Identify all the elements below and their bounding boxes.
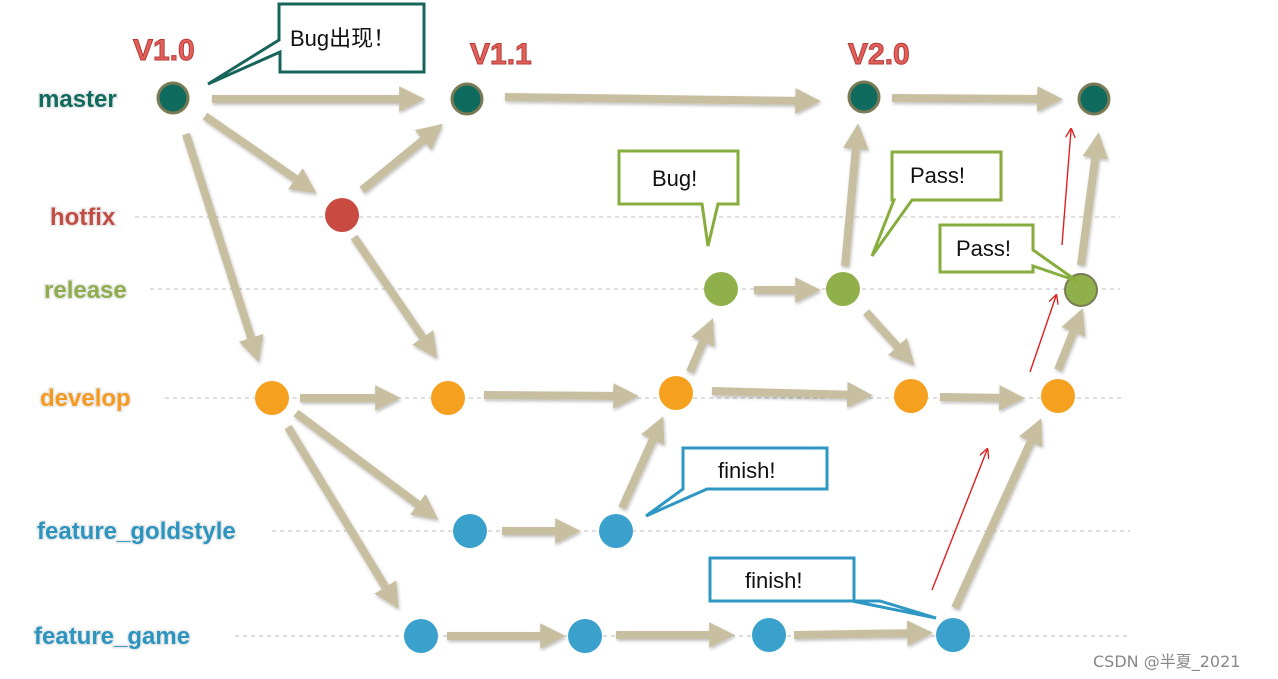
callout-text-pass-2: Pass! <box>956 236 1011 261</box>
commit-arrows <box>182 86 1108 649</box>
callout-finish-2: finish! <box>708 556 937 620</box>
callout-text-bug: Bug! <box>652 166 697 191</box>
watermark-text: CSDN @半夏_2021 <box>1093 652 1240 672</box>
lane-label-release: release <box>44 277 127 304</box>
version-label-v1-0: V1.0 <box>133 34 195 67</box>
arrow-game-3 <box>793 620 933 647</box>
node-goldstyle-1 <box>453 514 487 548</box>
node-develop-4 <box>894 379 928 413</box>
arrow-hotfix-to-develop <box>350 234 438 359</box>
arrow-master-to-hotfix <box>202 112 317 194</box>
callout-shape <box>617 149 740 247</box>
node-master-v1-0 <box>156 81 190 115</box>
commit-nodes <box>156 80 1111 653</box>
node-master-end <box>1077 82 1111 116</box>
callout-bug-appear: Bug出现！ <box>207 2 426 86</box>
node-game-4 <box>936 618 970 652</box>
lane-label-master: master <box>38 86 117 113</box>
red-arrow-2 <box>1029 296 1056 373</box>
arrow-release-to-develop <box>863 309 915 366</box>
node-release-1 <box>704 272 738 306</box>
callout-shape <box>938 223 1078 283</box>
node-hotfix <box>325 198 359 232</box>
node-develop-5 <box>1041 379 1075 413</box>
arrow-release-to-master <box>841 123 869 267</box>
lane-label-feature-game: feature_game <box>34 623 190 650</box>
node-develop-3 <box>659 376 693 410</box>
arrow-develop-4 <box>939 385 1025 411</box>
arrow-develop-to-release <box>686 318 715 374</box>
red-arrow-1 <box>931 450 987 591</box>
lane-label-develop: develop <box>40 385 131 412</box>
version-label-v1-1: V1.1 <box>470 38 532 71</box>
callout-pass-1: Pass! <box>870 150 1003 257</box>
callout-shape <box>207 2 426 86</box>
node-release-2 <box>826 272 860 306</box>
arrow-develop-to-release-2 <box>1054 308 1086 372</box>
version-label-v2-0: V2.0 <box>848 38 910 71</box>
lane-labels: master hotfix release develop feature_go… <box>33 85 238 652</box>
arrow-game-to-develop <box>951 418 1043 610</box>
callout-bug: Bug! <box>617 149 740 247</box>
callout-text-pass-1: Pass! <box>910 163 965 188</box>
node-game-1 <box>404 619 438 653</box>
arrow-develop-to-game <box>284 424 399 609</box>
arrow-goldstyle-to-develop <box>618 416 665 510</box>
arrow-develop-to-goldstyle <box>293 409 439 520</box>
arrow-master-to-develop <box>182 132 264 363</box>
node-goldstyle-2 <box>599 514 633 548</box>
red-arrow-3 <box>1061 130 1071 246</box>
arrow-hotfix-to-master <box>359 123 443 194</box>
node-game-3 <box>752 618 786 652</box>
arrow-master-3 <box>891 86 1063 112</box>
callout-shape <box>645 446 829 518</box>
callout-finish-1: finish! <box>645 446 829 518</box>
callout-text-bug-appear: Bug出现！ <box>290 26 395 51</box>
callout-text-finish-2: finish! <box>745 568 802 593</box>
node-game-2 <box>568 619 602 653</box>
lane-label-feature-goldstyle: feature_goldstyle <box>37 518 236 545</box>
red-arrows <box>931 130 1071 591</box>
node-develop-2 <box>431 381 465 415</box>
callout-text-finish-1: finish! <box>718 458 775 483</box>
node-release-3 <box>1064 273 1098 307</box>
callout-shape <box>708 556 937 620</box>
arrow-develop-2 <box>483 383 639 409</box>
node-master-v1-1 <box>450 82 484 116</box>
callout-shape <box>870 150 1003 257</box>
arrow-master-2 <box>504 88 821 114</box>
node-develop-1 <box>255 381 289 415</box>
node-master-v2-0 <box>847 80 881 114</box>
arrow-release-to-master-2 <box>1077 132 1108 266</box>
arrow-develop-3 <box>711 381 873 408</box>
callout-pass-2: Pass! <box>938 223 1078 283</box>
lane-label-hotfix: hotfix <box>50 204 116 231</box>
lane-lines <box>135 216 1130 637</box>
